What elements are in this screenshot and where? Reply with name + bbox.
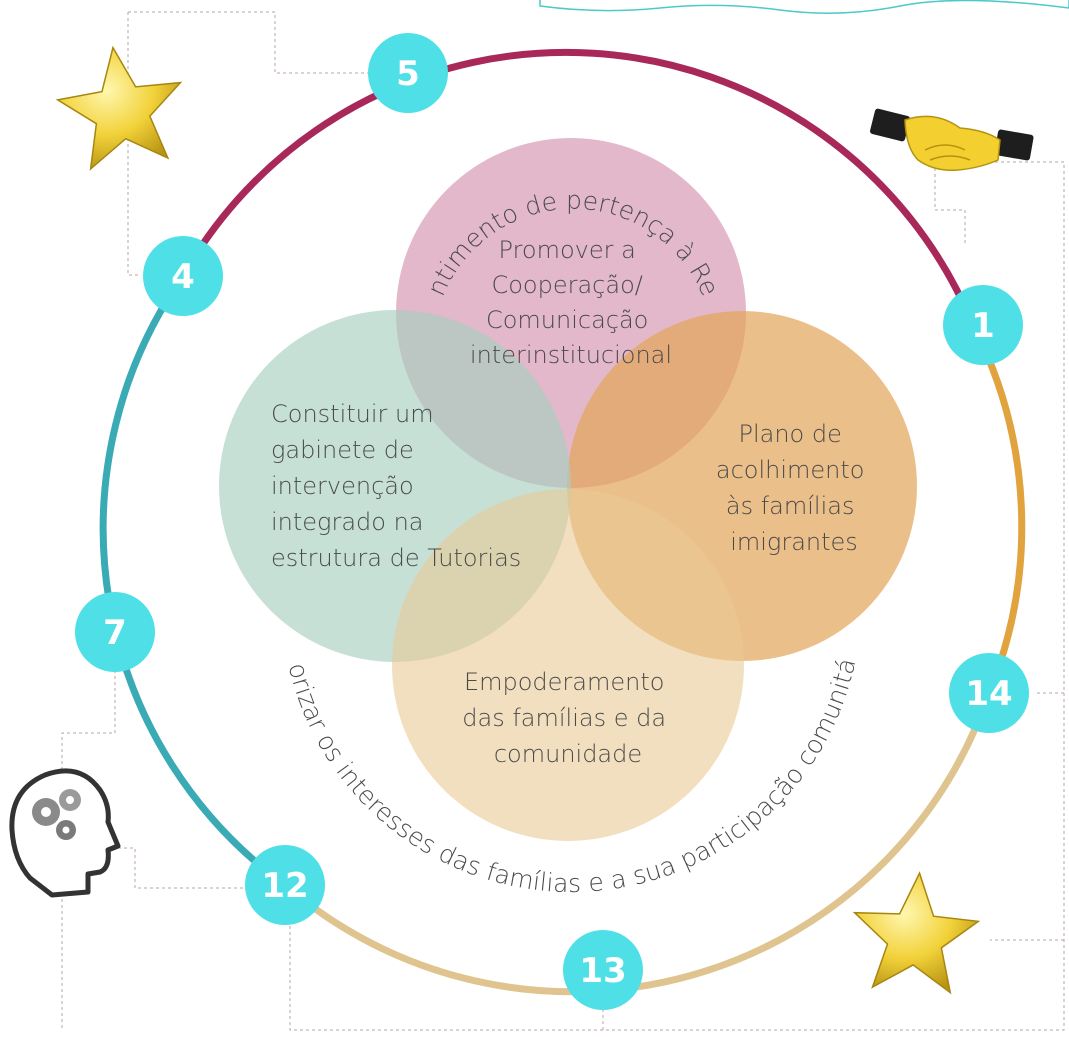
circle-bottom <box>392 489 744 841</box>
svg-text:7: 7 <box>103 613 127 653</box>
svg-text:13: 13 <box>579 951 626 991</box>
svg-text:4: 4 <box>171 257 195 297</box>
badge-12: 12 <box>245 845 325 925</box>
svg-text:14: 14 <box>965 674 1012 714</box>
badge-1: 1 <box>943 285 1023 365</box>
badge-7: 7 <box>75 592 155 672</box>
badge-4: 4 <box>143 236 223 316</box>
badge-13: 13 <box>563 930 643 1010</box>
star-icon <box>852 871 981 995</box>
badge-14: 14 <box>949 653 1029 733</box>
badge-5: 5 <box>368 33 448 113</box>
svg-text:12: 12 <box>261 866 308 906</box>
star-icon <box>55 45 183 171</box>
circle-bottom-text: Empoderamento das famílias e da comunida… <box>462 668 673 768</box>
circle-right-text: Plano de acolhimento às famílias imigran… <box>716 420 872 556</box>
handshake-icon <box>870 108 1034 172</box>
svg-text:1: 1 <box>971 306 995 346</box>
venn-diagram <box>219 138 917 841</box>
circle-left-text: Constituir um gabinete de intervenção in… <box>271 400 521 572</box>
wavy-divider <box>539 0 1069 14</box>
circle-top-text: Promover a Cooperação/ Comunicação inter… <box>470 236 672 369</box>
svg-text:5: 5 <box>396 54 420 94</box>
head-gears-icon <box>9 768 121 898</box>
